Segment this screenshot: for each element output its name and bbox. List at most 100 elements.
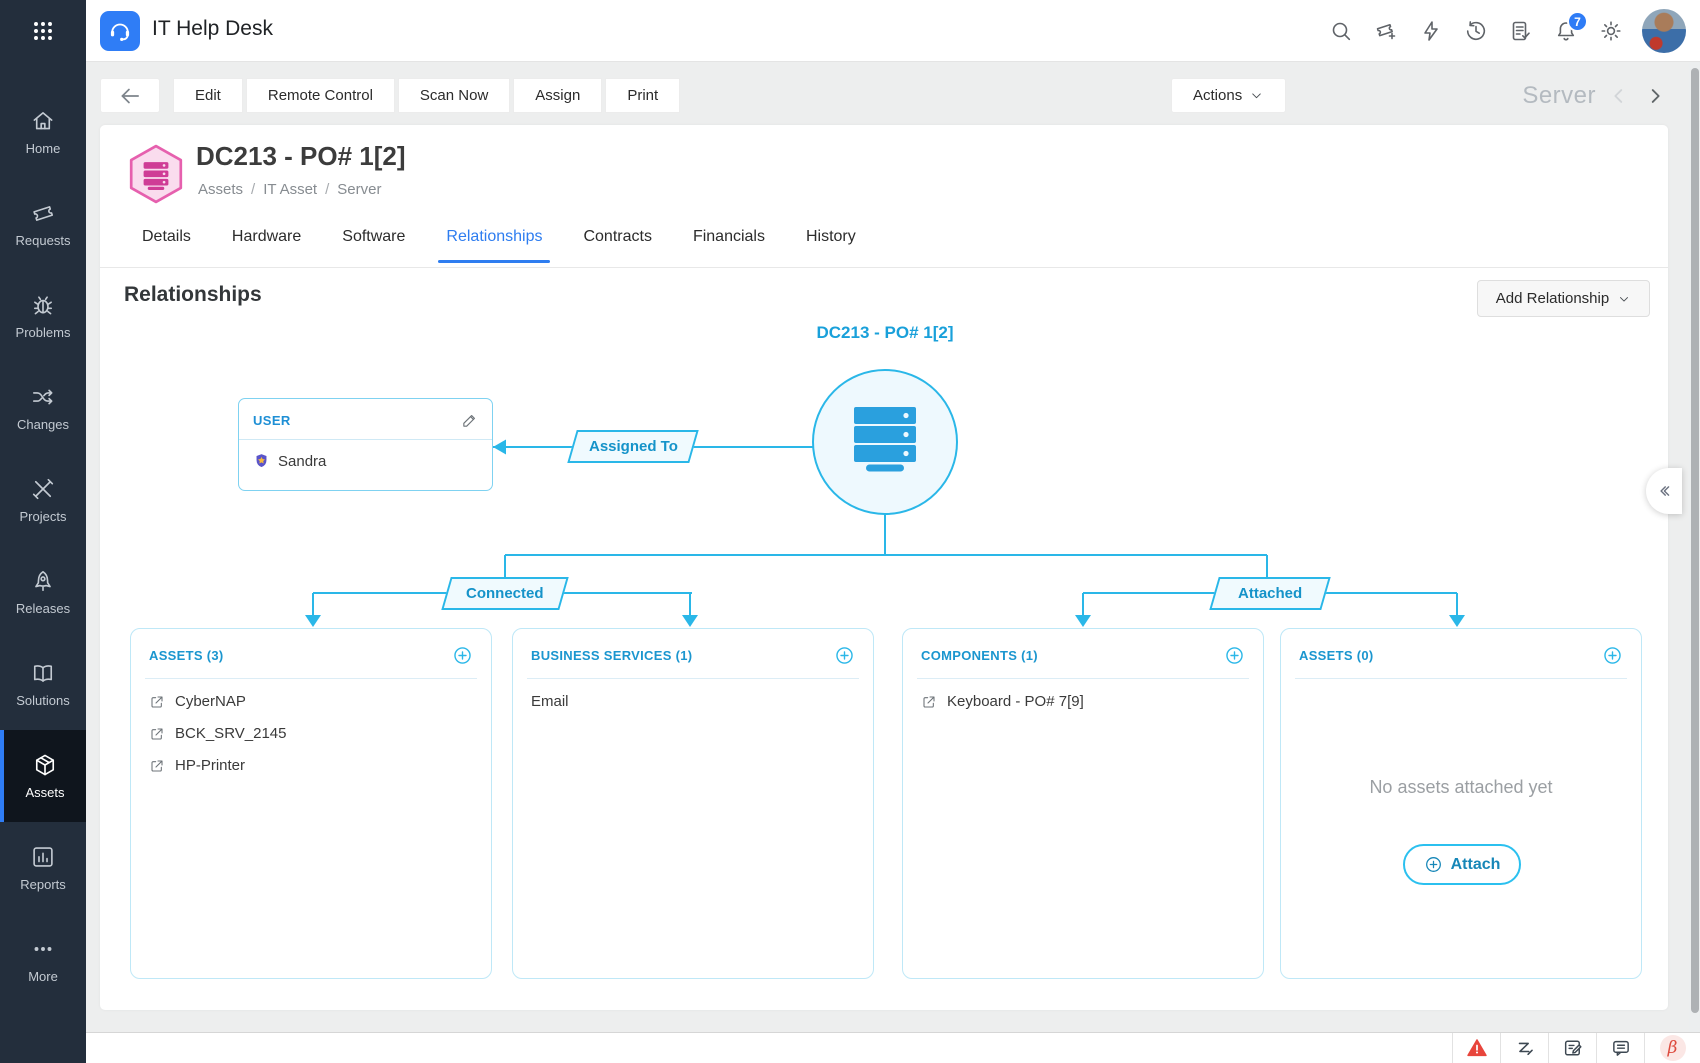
attach-asset-plus-button[interactable] (1602, 645, 1623, 666)
components-card: COMPONENTS (1) Keyboard - PO# 7[9] (902, 628, 1264, 979)
notifications-button[interactable]: 7 (1548, 11, 1588, 49)
sidebar-item-solutions[interactable]: Solutions (0, 638, 86, 730)
apps-grid-icon (34, 22, 52, 40)
user-box-title: USER (253, 413, 291, 428)
search-icon (1332, 22, 1351, 41)
zia-icon (1518, 1042, 1533, 1056)
quick-actions-button[interactable] (1413, 13, 1449, 49)
back-button[interactable] (100, 78, 160, 113)
shuffle-icon (32, 389, 53, 405)
sidebar-item-label: Solutions (16, 693, 70, 708)
bug-icon (33, 296, 53, 315)
server-hexagon-icon (129, 144, 183, 204)
breadcrumb-item[interactable]: Assets (198, 181, 244, 198)
history-button[interactable] (1458, 13, 1494, 49)
record-toolbar: Edit Remote Control Scan Now Assign Prin… (100, 78, 681, 113)
tab-contracts[interactable]: Contracts (581, 228, 653, 262)
new-request-button[interactable] (1368, 13, 1404, 49)
edit-button[interactable]: Edit (173, 78, 243, 113)
right-panel-collapse-handle[interactable] (1646, 468, 1682, 514)
quick-actions-bolt-icon (1424, 21, 1438, 41)
central-node[interactable] (812, 369, 958, 515)
breadcrumb-item[interactable]: IT Asset (263, 181, 318, 198)
alerts-button[interactable] (1452, 1033, 1500, 1063)
user-row[interactable]: Sandra (239, 440, 492, 482)
card-title: ASSETS (0) (1299, 648, 1374, 663)
component-link-item[interactable]: Keyboard - PO# 7[9] (921, 693, 1245, 710)
asset-link-item[interactable]: BCK_SRV_2145 (149, 725, 473, 742)
zia-assistant-button[interactable] (1500, 1033, 1548, 1063)
next-record-button[interactable] (1642, 83, 1668, 109)
tab-relationships[interactable]: Relationships (438, 228, 551, 263)
plus-circle-icon (1425, 857, 1441, 872)
plus-circle-icon (1604, 647, 1621, 664)
tab-software[interactable]: Software (340, 228, 407, 262)
central-node-title[interactable]: DC213 - PO# 1[2] (816, 323, 954, 342)
scan-now-button[interactable]: Scan Now (397, 78, 511, 113)
attach-button[interactable]: Attach (1403, 844, 1521, 885)
assign-button[interactable]: Assign (513, 78, 603, 113)
asset-type-badge (125, 143, 187, 205)
user-box: USER Sandra (238, 398, 493, 491)
chat-button[interactable] (1596, 1033, 1644, 1063)
header-icon-group: 7 (1323, 0, 1686, 62)
apps-grid-button[interactable] (0, 0, 86, 62)
plus-circle-icon (454, 647, 471, 664)
double-chevron-left-icon (1660, 486, 1670, 496)
external-link-icon (151, 759, 163, 772)
new-request-ticket-icon (1376, 23, 1396, 40)
approvals-checklist-icon (1512, 21, 1530, 41)
actions-label: Actions (1193, 87, 1243, 104)
add-component-button[interactable] (1224, 645, 1245, 666)
previous-record-button[interactable] (1606, 83, 1632, 109)
external-link-icon (151, 727, 163, 740)
add-asset-button[interactable] (452, 645, 473, 666)
asset-detail-card: DC213 - PO# 1[2] Assets / IT Asset / Ser… (100, 125, 1668, 1010)
sidebar-item-releases[interactable]: Releases (0, 546, 86, 638)
sidebar-item-assets[interactable]: Assets (0, 730, 86, 822)
business-service-item[interactable]: Email (531, 693, 569, 710)
tab-details[interactable]: Details (140, 228, 193, 262)
breadcrumb-item[interactable]: Server (337, 181, 382, 198)
sidebar-item-reports[interactable]: Reports (0, 822, 86, 914)
feedback-button[interactable] (1548, 1033, 1596, 1063)
open-book-icon (33, 665, 53, 682)
actions-dropdown-button[interactable]: Actions (1171, 78, 1287, 113)
settings-button[interactable] (1593, 13, 1629, 49)
edit-user-button[interactable] (461, 412, 478, 429)
history-clock-icon (1466, 21, 1486, 40)
sidebar-item-home[interactable]: Home (0, 86, 86, 178)
remote-control-button[interactable]: Remote Control (245, 78, 395, 113)
add-relationship-label: Add Relationship (1495, 290, 1610, 307)
sidebar-item-problems[interactable]: Problems (0, 270, 86, 362)
scrollbar-thumb[interactable] (1690, 68, 1699, 1013)
sidebar-item-more[interactable]: More (0, 914, 86, 1006)
tab-hardware[interactable]: Hardware (230, 228, 303, 262)
scrollbar-track[interactable] (1689, 62, 1700, 1063)
sidebar-item-label: Changes (16, 417, 70, 432)
approvals-button[interactable] (1503, 13, 1539, 49)
sidebar-item-projects[interactable]: Projects (0, 454, 86, 546)
relationship-diagram: DC213 - PO# 1[2] USER Sandra (100, 320, 1668, 1010)
rocket-icon (35, 570, 51, 592)
sidebar: Home Requests Problems Changes Projects … (0, 0, 86, 1063)
connected-label: Connected (441, 577, 569, 610)
add-relationship-button[interactable]: Add Relationship (1477, 280, 1650, 317)
print-button[interactable]: Print (605, 78, 681, 113)
assets-connected-card: ASSETS (3) CyberNAP BCK_SRV_2145 HP-Prin… (130, 628, 492, 979)
empty-state-text: No assets attached yet (1369, 777, 1553, 797)
search-button[interactable] (1323, 13, 1359, 49)
sidebar-item-label: Projects (19, 509, 67, 524)
beta-button[interactable]: β (1644, 1033, 1700, 1063)
asset-link-item[interactable]: HP-Printer (149, 757, 473, 774)
tab-financials[interactable]: Financials (691, 228, 767, 262)
avatar[interactable] (1642, 9, 1686, 53)
card-title: COMPONENTS (1) (921, 648, 1038, 663)
asset-link-item[interactable]: CyberNAP (149, 693, 473, 710)
sidebar-item-requests[interactable]: Requests (0, 178, 86, 270)
breadcrumb: Assets / IT Asset / Server (198, 181, 381, 198)
module-pager: Server (1420, 78, 1668, 113)
tab-history[interactable]: History (804, 228, 858, 262)
sidebar-item-changes[interactable]: Changes (0, 362, 86, 454)
add-business-service-button[interactable] (834, 645, 855, 666)
